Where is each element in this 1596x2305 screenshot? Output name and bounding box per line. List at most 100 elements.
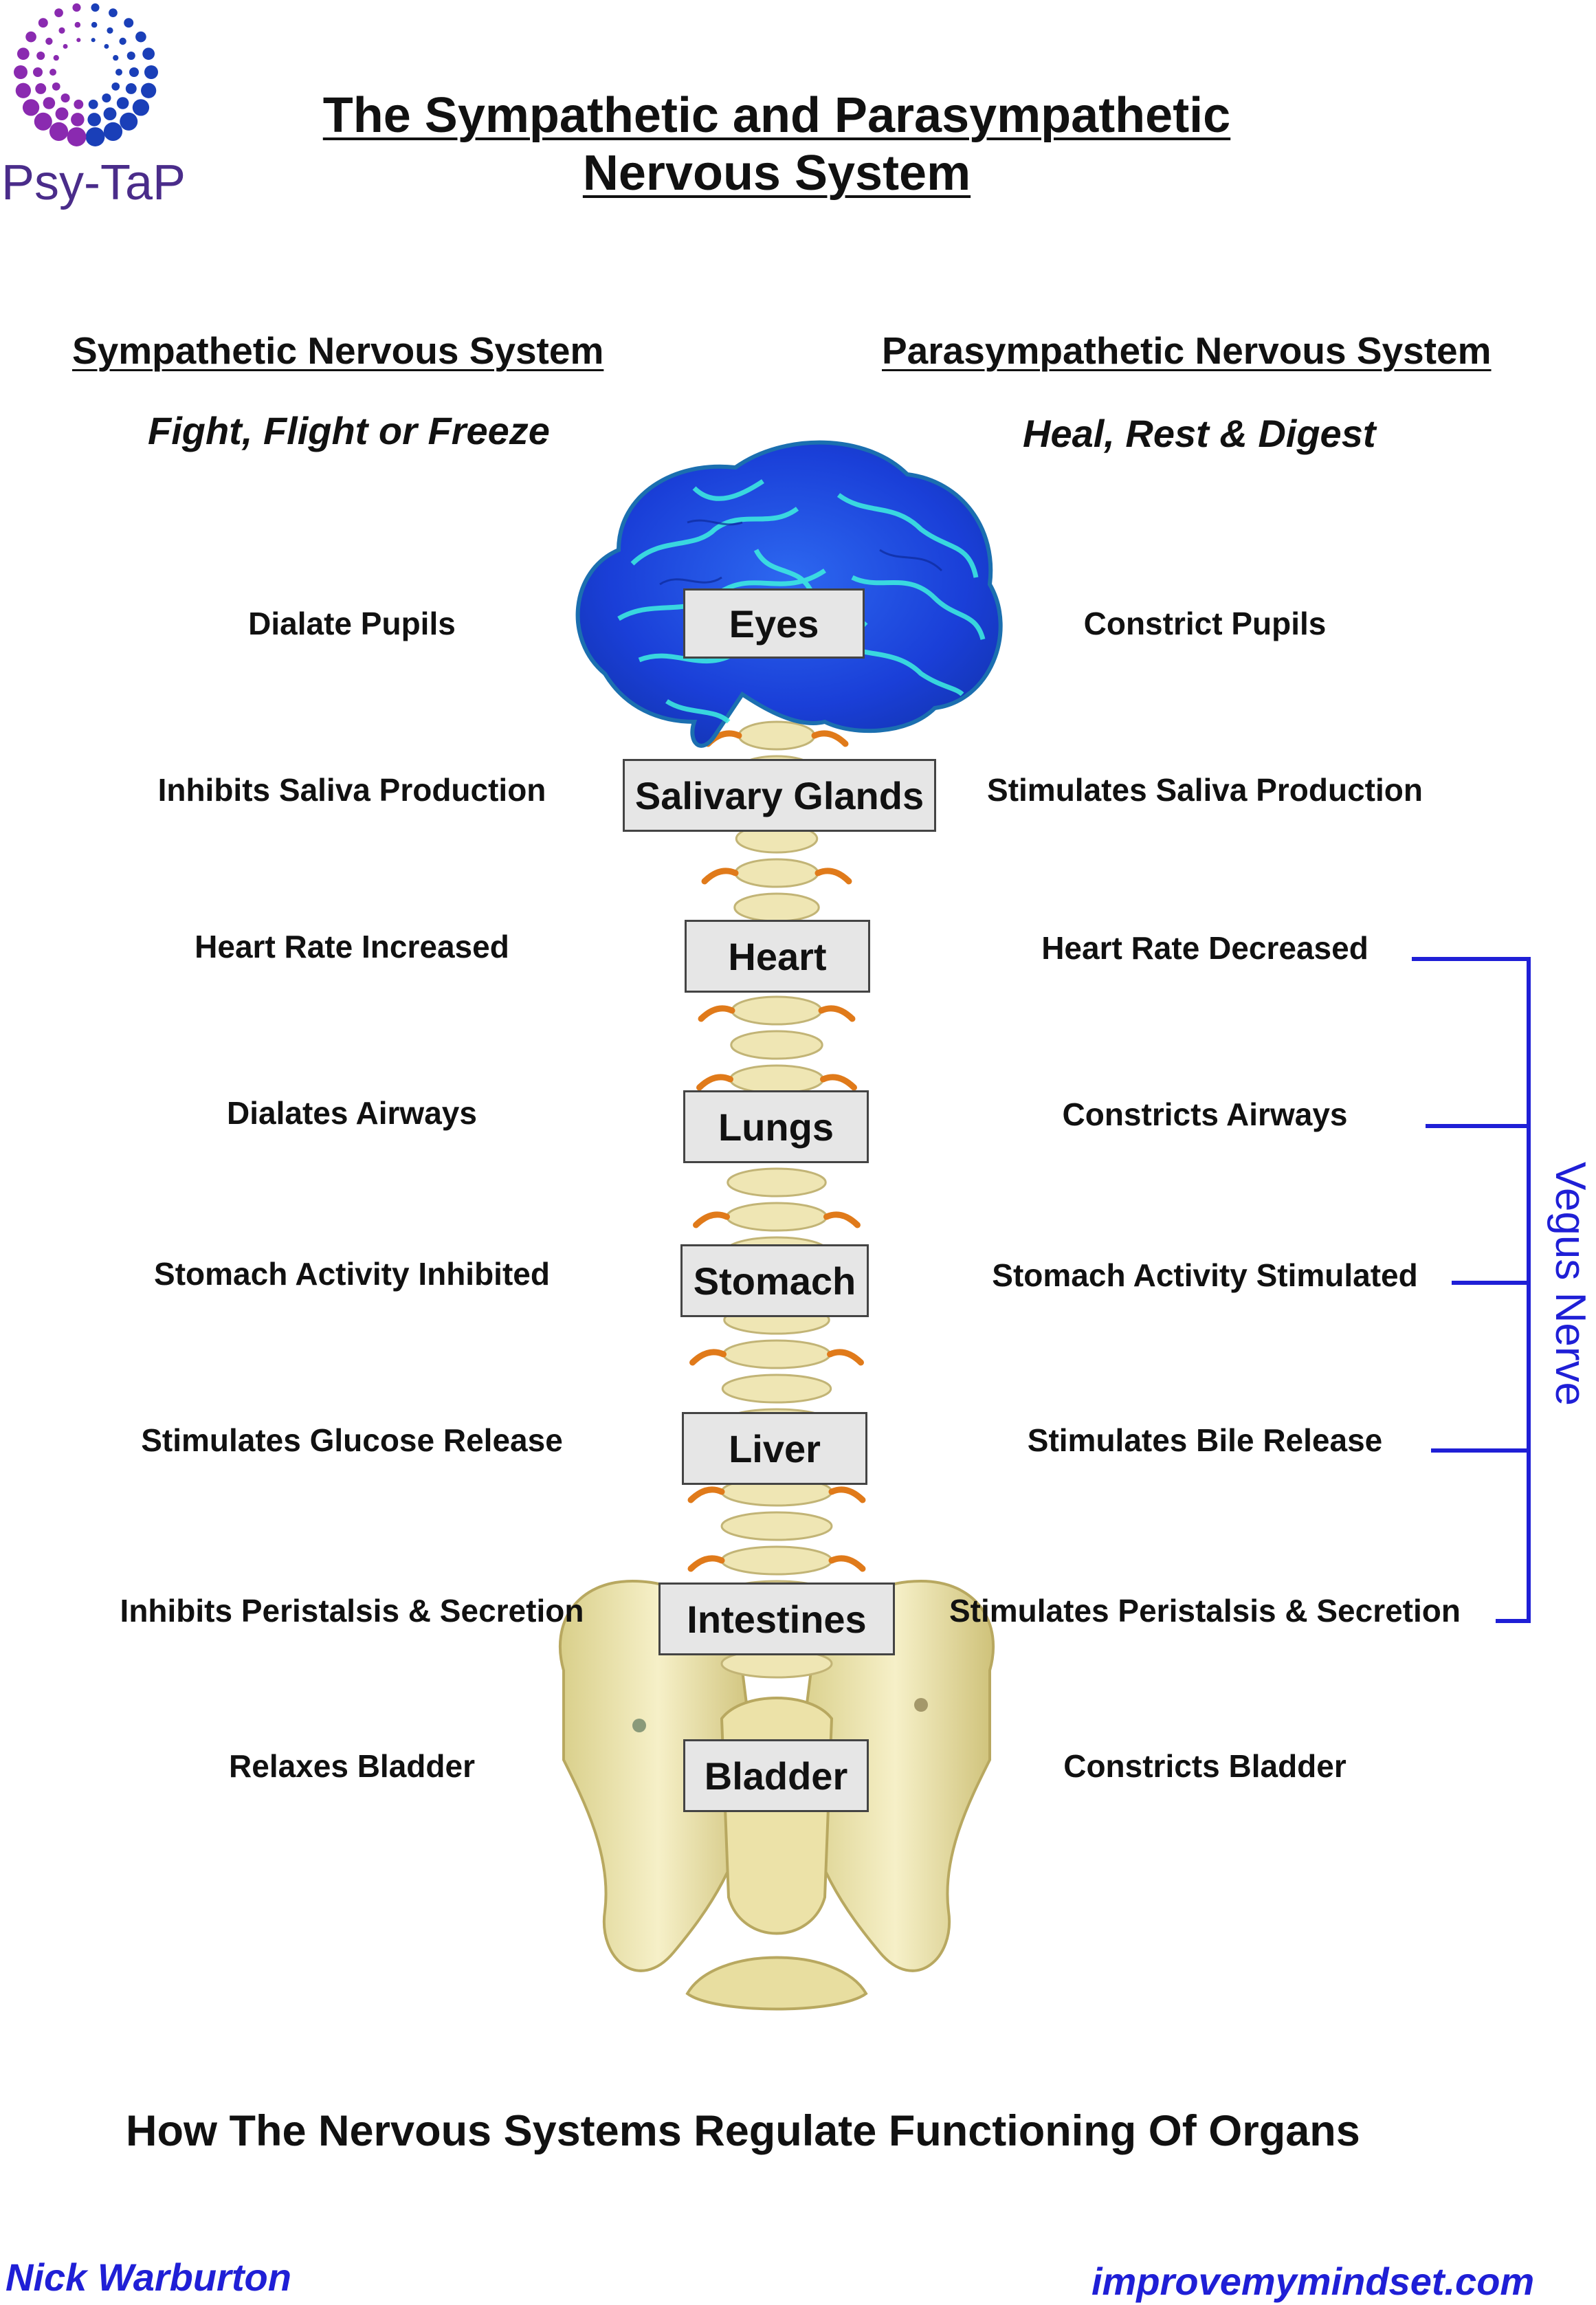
logo-dot <box>55 107 69 121</box>
logo-dot <box>35 82 47 94</box>
logo-dot <box>91 3 100 12</box>
logo-dot <box>104 44 109 49</box>
vertebra <box>720 1511 833 1541</box>
page-title-line-2: Nervous System <box>582 146 971 201</box>
logo-dot <box>54 8 63 17</box>
parasympathetic-subtitle: Heal, Rest & Digest <box>1023 412 1376 455</box>
logo-dot <box>22 99 40 116</box>
logo-dot <box>63 44 68 49</box>
logo-dot <box>132 99 150 116</box>
nerve-root <box>687 1555 725 1572</box>
logo-dot <box>43 97 56 109</box>
vagus-nerve-bracket <box>1412 957 1531 1623</box>
logo-dot <box>124 18 134 28</box>
author-name: Nick Warburton <box>5 2256 291 2299</box>
logo-dot <box>102 93 111 103</box>
organ-box-intestines: Intestines <box>658 1582 895 1655</box>
sympathetic-effect: Stimulates Glucose Release <box>141 1422 563 1458</box>
logo-dot <box>49 69 56 76</box>
organ-box-eyes: Eyes <box>683 588 865 659</box>
logo-dot <box>125 82 137 94</box>
nerve-root <box>696 1074 733 1091</box>
sympathetic-effect: Dialate Pupils <box>248 606 456 641</box>
logo-dot <box>85 127 105 146</box>
nerve-root <box>814 868 852 885</box>
logo-dot <box>144 65 158 79</box>
sympathetic-effect: Stomach Activity Inhibited <box>154 1256 550 1292</box>
vertebra <box>731 995 823 1026</box>
logo-dot <box>15 82 31 98</box>
logo-dot <box>76 38 81 43</box>
logo-dot <box>67 127 87 146</box>
vertebra <box>729 1064 824 1094</box>
logo-dot <box>103 122 123 142</box>
logo-dot <box>129 67 139 77</box>
logo-text: Psy-TaP <box>1 155 186 210</box>
logo-dot <box>14 65 27 79</box>
vertebra <box>721 1374 832 1404</box>
nerve-root <box>687 1486 725 1503</box>
logo-dot <box>16 47 30 60</box>
page-title-line-1: The Sympathetic and Parasympathetic <box>322 88 1231 143</box>
nerve-root <box>818 1005 856 1022</box>
parasympathetic-heading: Parasympathetic Nervous System <box>882 329 1492 372</box>
parasympathetic-effect: Stomach Activity Stimulated <box>992 1257 1418 1293</box>
organ-box-stomach: Stomach <box>680 1244 869 1317</box>
nerve-root <box>701 868 739 885</box>
parasympathetic-effect: Constricts Airways <box>1062 1096 1348 1132</box>
logo-dot <box>34 112 52 131</box>
logo-dot <box>113 55 119 61</box>
spine-illustration <box>687 720 866 1679</box>
organ-box-liver: Liver <box>682 1412 867 1485</box>
logo-dot <box>49 122 69 142</box>
vertebra <box>733 892 820 923</box>
logo-dot <box>91 21 98 28</box>
vertebra <box>730 1030 823 1060</box>
parasympathetic-effect: Constrict Pupils <box>1083 606 1327 641</box>
organ-box-heart: Heart <box>685 920 870 993</box>
logo-dot <box>91 38 96 43</box>
logo-dot <box>38 18 48 28</box>
organ-box-bladder: Bladder <box>683 1739 869 1812</box>
sympathetic-subtitle: Fight, Flight or Freeze <box>148 409 550 452</box>
parasympathetic-effect: Constricts Bladder <box>1063 1748 1346 1784</box>
nerve-root <box>827 1349 864 1366</box>
logo-dot <box>109 8 118 17</box>
nerve-root <box>693 1211 730 1228</box>
logo-dot <box>142 47 155 60</box>
website-url: improvemymindset.com <box>1091 2260 1535 2303</box>
logo-dot <box>135 31 146 43</box>
logo-dot <box>33 67 43 77</box>
logo-dot <box>72 3 81 12</box>
organ-box-salivary-glands: Salivary Glands <box>623 759 936 832</box>
logo-dot <box>119 37 126 45</box>
vertebra <box>720 1545 833 1576</box>
logo-dot <box>71 113 85 126</box>
sympathetic-effect: Relaxes Bladder <box>229 1748 475 1784</box>
sympathetic-effect: Inhibits Peristalsis & Secretion <box>120 1593 584 1629</box>
vertebra <box>727 1167 827 1198</box>
logo-dot <box>74 99 84 109</box>
logo-dot <box>107 27 113 34</box>
logo-dot <box>58 27 65 34</box>
logo-dot <box>60 93 70 103</box>
parasympathetic-effect: Heart Rate Decreased <box>1041 930 1368 966</box>
nerve-root <box>828 1555 866 1572</box>
nerve-root <box>823 1211 861 1228</box>
nerve-root <box>820 1074 857 1091</box>
sympathetic-effect: Inhibits Saliva Production <box>157 772 546 808</box>
logo-dot <box>115 69 122 76</box>
logo-dot <box>88 99 98 109</box>
sympathetic-effect: Heart Rate Increased <box>195 929 509 964</box>
logo-dot <box>52 82 60 91</box>
vertebra <box>726 1202 828 1232</box>
logo-dot <box>141 82 157 98</box>
logo-dot <box>45 37 53 45</box>
vertebra <box>722 1339 831 1369</box>
logo-dot <box>111 82 120 91</box>
sympathetic-effect: Dialates Airways <box>227 1095 477 1131</box>
psy-tap-logo-icon <box>14 3 158 146</box>
nerve-root <box>698 1005 735 1022</box>
logo-dot <box>36 52 45 60</box>
logo-dot <box>87 113 101 126</box>
